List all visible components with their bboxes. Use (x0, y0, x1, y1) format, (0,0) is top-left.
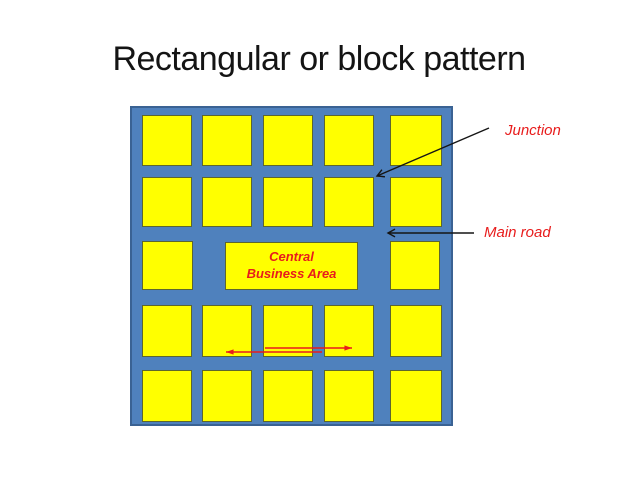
city-block (390, 177, 442, 227)
city-block (202, 115, 252, 166)
city-grid: Central Business Area (130, 106, 453, 426)
city-block (390, 305, 442, 357)
city-block (390, 370, 442, 422)
city-block (202, 370, 252, 422)
city-block (142, 177, 192, 227)
slide-title: Rectangular or block pattern (112, 40, 526, 78)
city-block (324, 305, 374, 357)
central-business-area: Central Business Area (225, 242, 358, 290)
city-block (142, 115, 192, 166)
city-block (202, 177, 252, 227)
cba-label-line2: Business Area (246, 266, 337, 281)
city-block (142, 305, 192, 357)
city-block (202, 305, 252, 357)
city-block (324, 370, 374, 422)
main-road-label: Main road (484, 224, 551, 241)
city-block (142, 241, 193, 290)
city-block (263, 177, 313, 227)
city-block (263, 115, 313, 166)
city-block (263, 370, 313, 422)
cba-label-line1: Central (269, 249, 314, 265)
city-block (390, 115, 442, 166)
city-block (142, 370, 192, 422)
city-block (263, 305, 313, 357)
city-block (390, 241, 440, 290)
junction-label: Junction (505, 122, 561, 139)
city-block (324, 115, 374, 166)
city-block (324, 177, 374, 227)
